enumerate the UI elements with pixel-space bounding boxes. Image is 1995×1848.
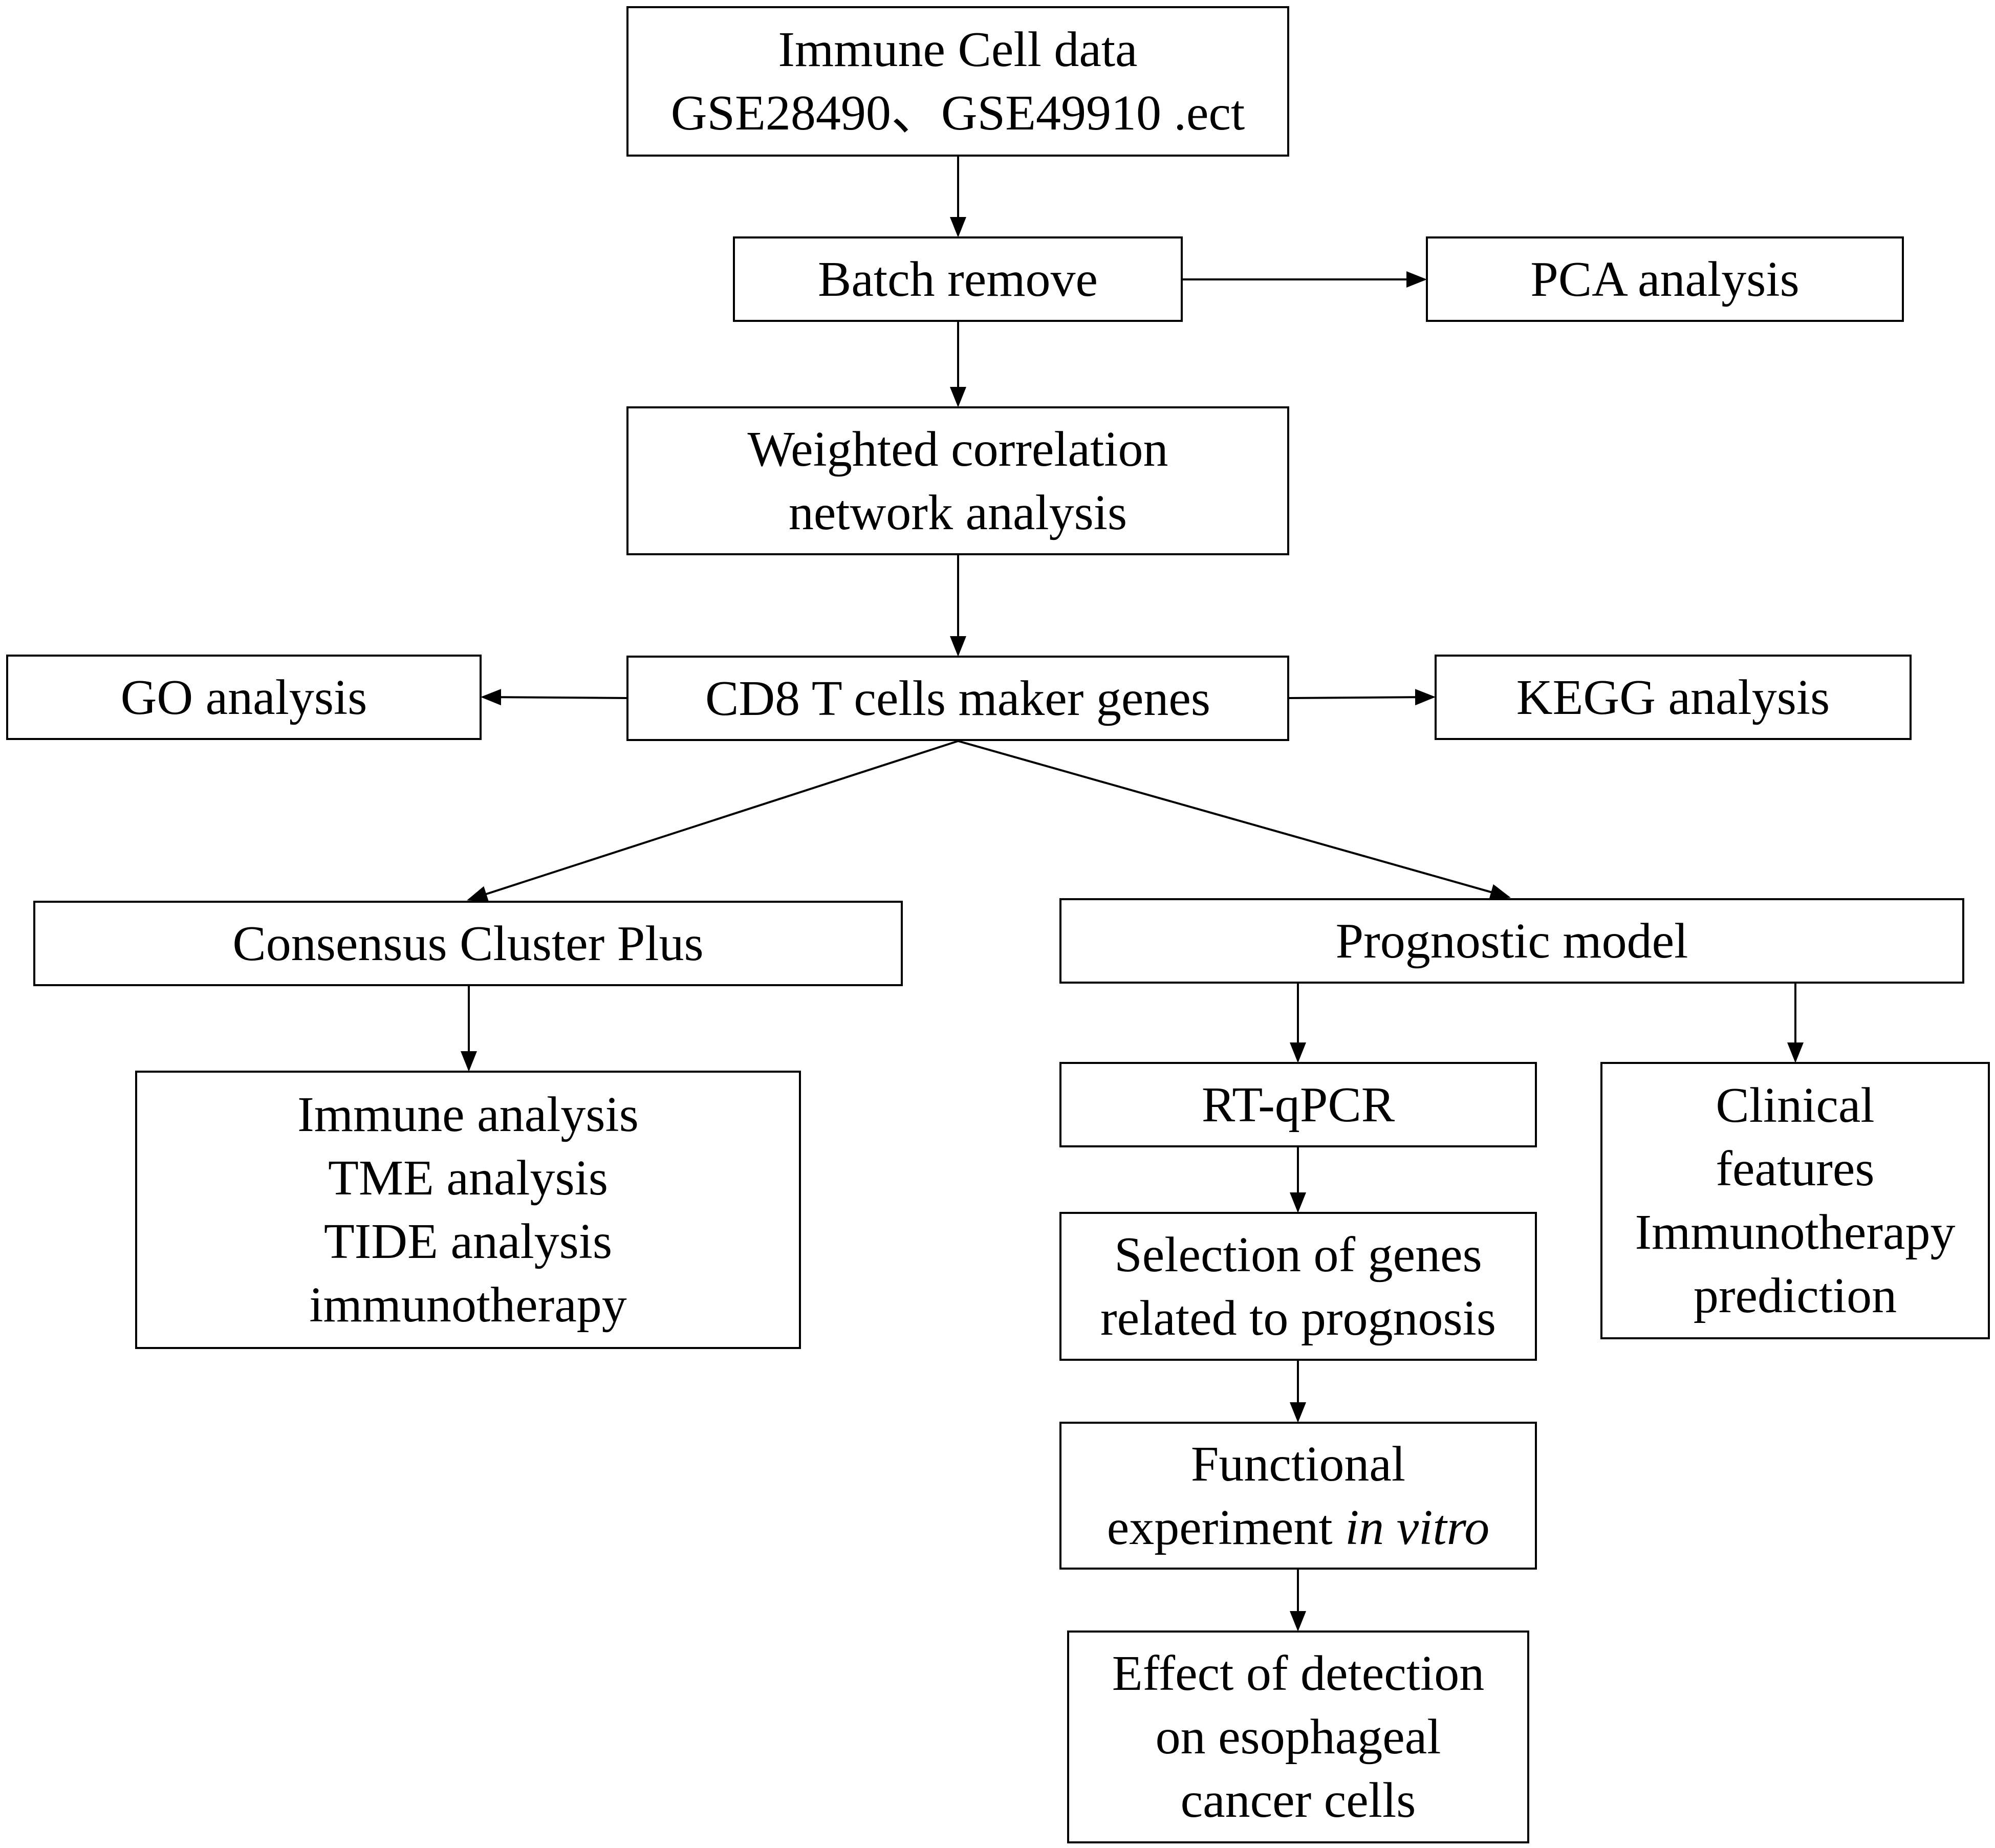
node-line: experiment in vitro: [1107, 1496, 1490, 1559]
node-line-text: experiment: [1107, 1499, 1333, 1555]
arrow-cd8-marker-genes-to-go-analysis: [481, 689, 627, 706]
node-line: related to prognosis: [1100, 1290, 1496, 1346]
node-line: network analysis: [788, 485, 1127, 540]
node-line: GSE28490、GSE49910 .ect: [670, 85, 1245, 141]
node-line: Selection of genes: [1114, 1227, 1482, 1282]
node-kegg-analysis: KEGG analysis: [1435, 655, 1912, 740]
node-line: TIDE analysis: [323, 1214, 613, 1269]
node-line: TME analysis: [328, 1150, 609, 1206]
node-consensus-cluster-plus: Consensus Cluster Plus: [33, 901, 903, 986]
node-pca-analysis: PCA analysis: [1426, 236, 1904, 322]
node-cd8-marker-genes: CD8 T cells maker genes: [626, 656, 1289, 741]
node-line: Functional: [1190, 1436, 1406, 1492]
node-line: Prognostic model: [1335, 913, 1688, 969]
arrow-cd8-marker-genes-to-prognostic-model: [958, 740, 1511, 900]
node-clinical-features: Clinical features Immunotherapy predicti…: [1600, 1062, 1990, 1339]
node-line: Immunotherapy: [1635, 1205, 1956, 1260]
node-line: Immune Cell data: [778, 22, 1138, 77]
node-line: immunotherapy: [309, 1277, 627, 1333]
node-prognostic-model: Prognostic model: [1059, 898, 1964, 984]
node-line: Consensus Cluster Plus: [232, 916, 704, 971]
node-effect-of-detection: Effect of detection on esophageal cancer…: [1067, 1630, 1529, 1843]
node-line: Weighted correlation: [747, 421, 1168, 477]
node-line: on esophageal: [1155, 1709, 1441, 1765]
node-line: prediction: [1693, 1268, 1897, 1323]
node-line: Immune analysis: [297, 1087, 639, 1142]
node-line: Batch remove: [818, 251, 1098, 307]
node-rt-qpcr: RT-qPCR: [1059, 1062, 1537, 1147]
node-immune-cell-data: Immune Cell data GSE28490、GSE49910 .ect: [626, 6, 1289, 157]
node-batch-remove: Batch remove: [733, 236, 1183, 322]
node-line: KEGG analysis: [1516, 669, 1830, 725]
node-go-analysis: GO analysis: [6, 655, 482, 740]
node-line: RT-qPCR: [1201, 1077, 1395, 1133]
node-gene-selection: Selection of genes related to prognosis: [1059, 1212, 1537, 1361]
node-wgcna: Weighted correlation network analysis: [626, 406, 1289, 555]
node-immune-analyses: Immune analysis TME analysis TIDE analys…: [135, 1071, 801, 1349]
node-line: features: [1716, 1141, 1875, 1197]
arrow-cd8-marker-genes-to-consensus-cluster-plus: [467, 740, 959, 902]
node-line: CD8 T cells maker genes: [705, 670, 1211, 726]
node-line: PCA analysis: [1530, 251, 1799, 307]
arrow-cd8-marker-genes-to-kegg-analysis: [1289, 689, 1436, 706]
node-line: cancer cells: [1180, 1773, 1416, 1828]
node-line: GO analysis: [120, 669, 367, 725]
node-line: Clinical: [1716, 1078, 1875, 1133]
node-functional-experiment: Functional experiment in vitro: [1059, 1422, 1537, 1570]
node-line: Effect of detection: [1112, 1646, 1485, 1701]
italic-term: in vitro: [1345, 1499, 1490, 1555]
